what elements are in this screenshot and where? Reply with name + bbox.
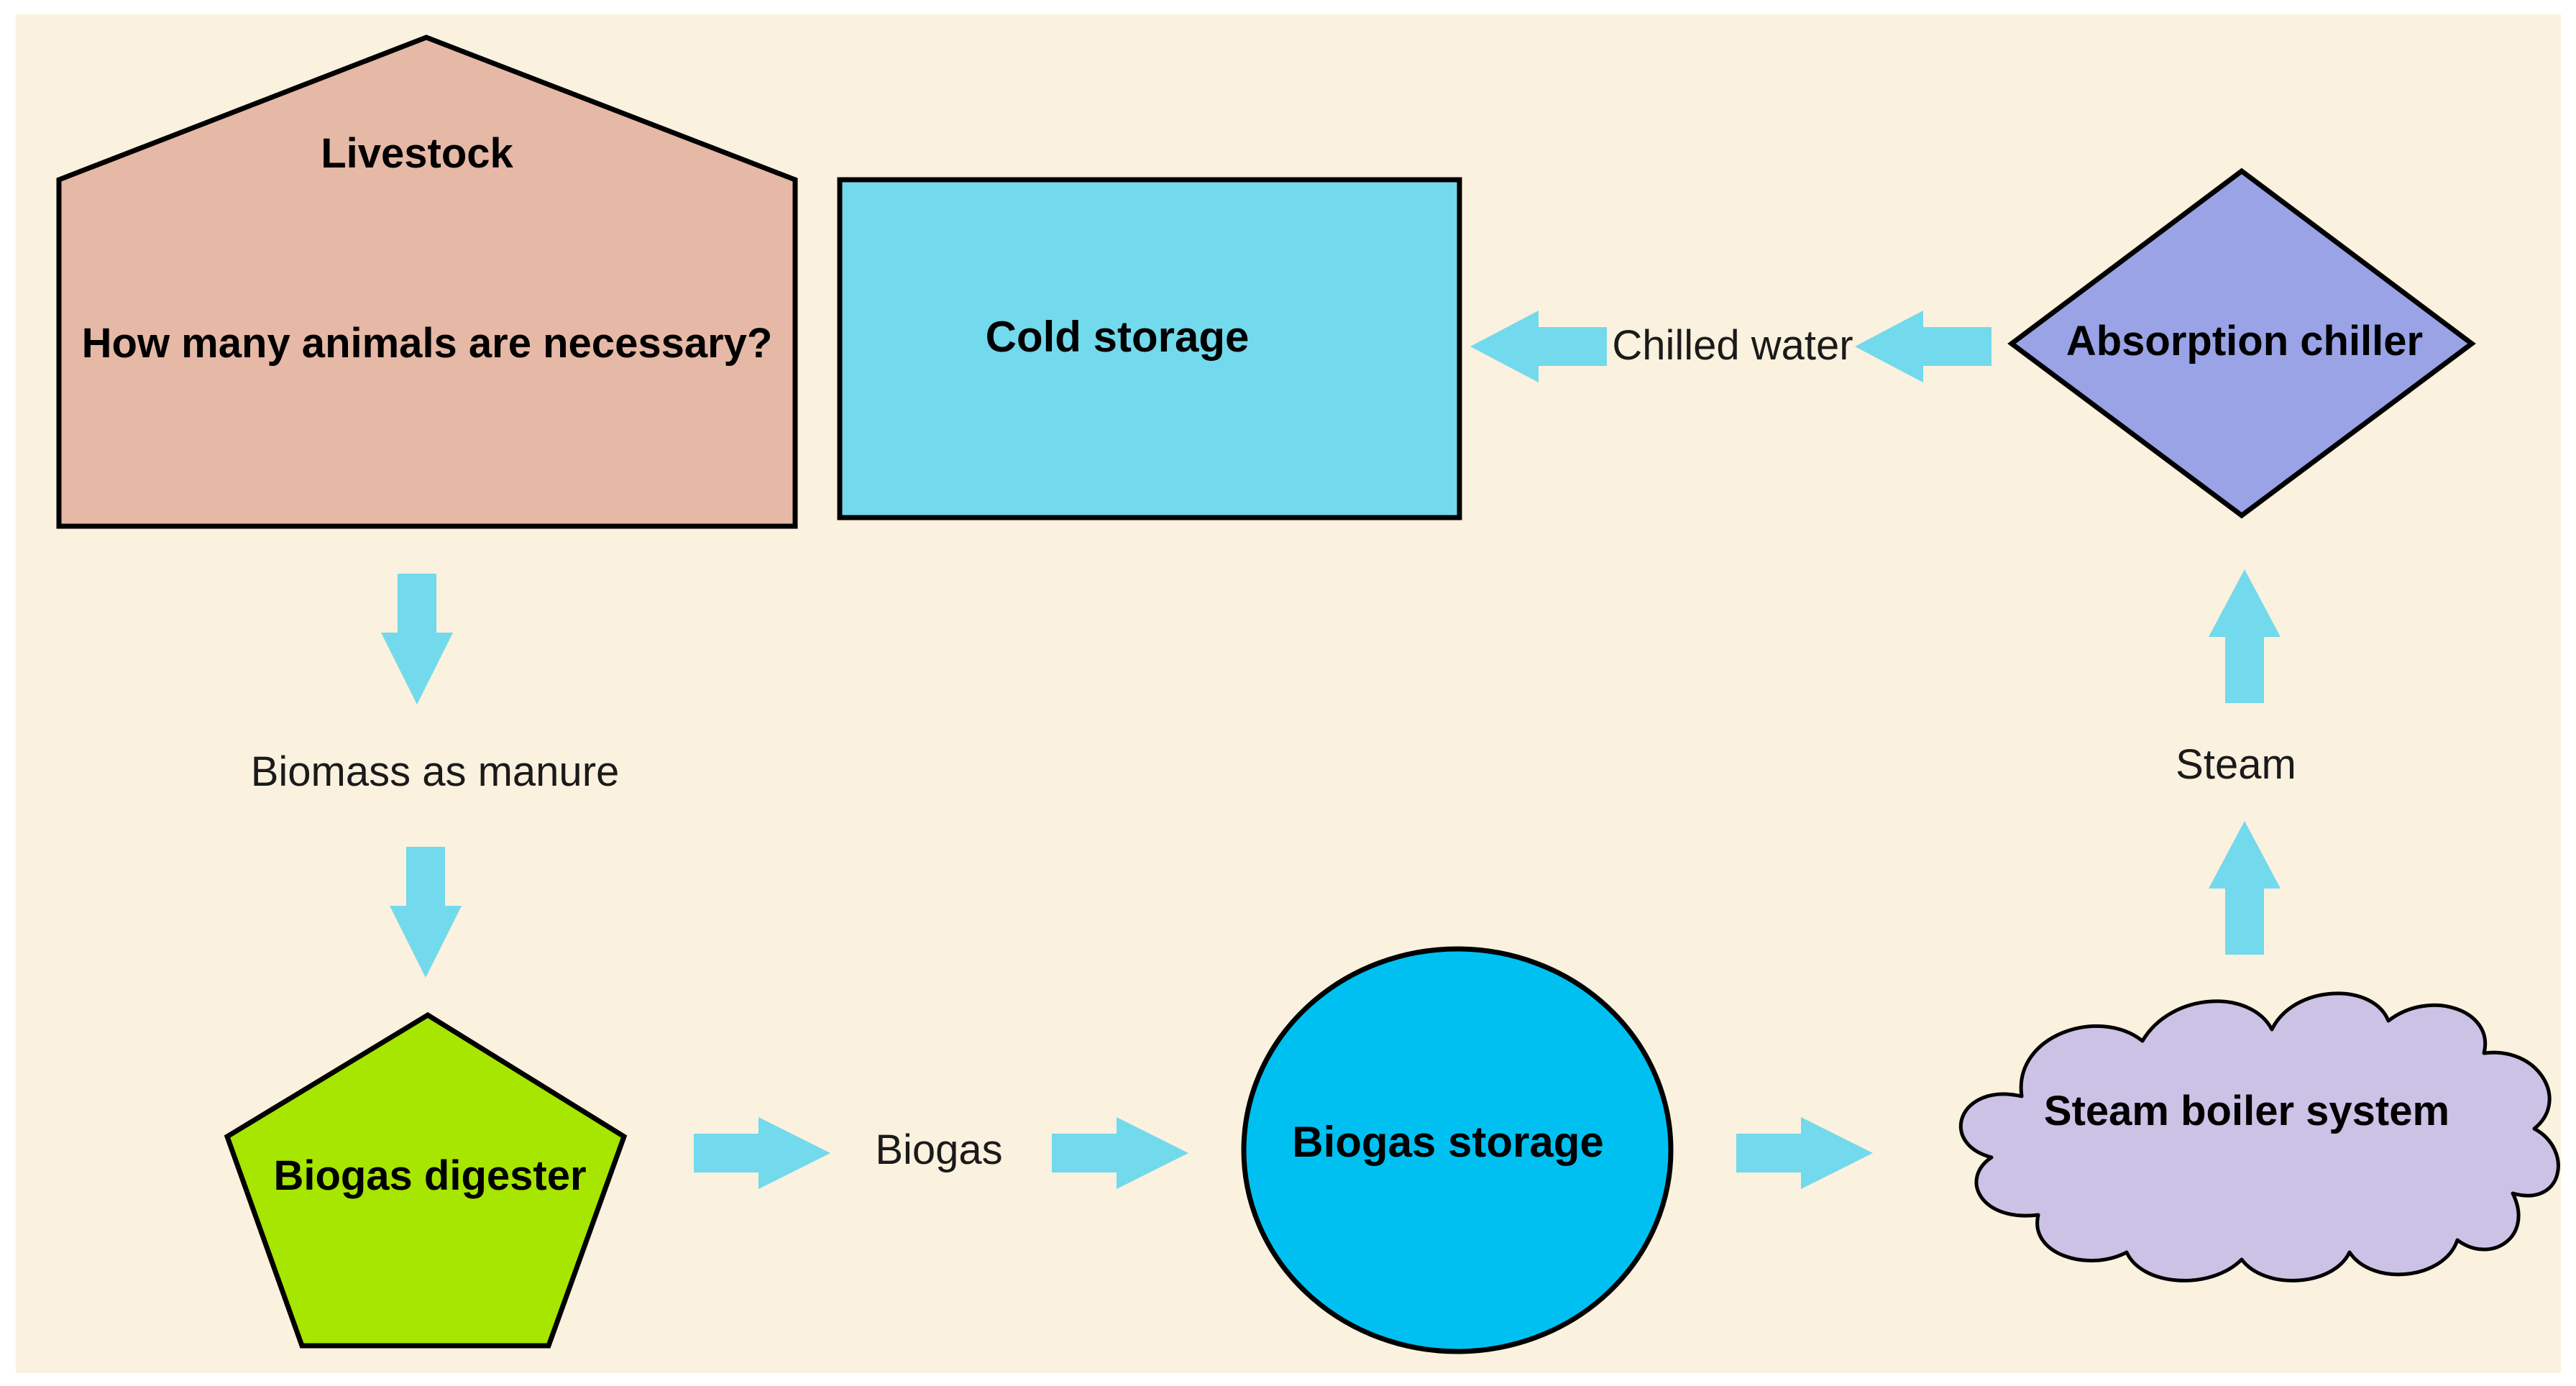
arrow-left-chiller-to-chilled-water	[1855, 311, 1991, 382]
biogas-storage-shape	[1241, 946, 1674, 1354]
arrow-left-chilled-water-to-cold-storage	[1470, 311, 1607, 382]
steam-boiler-node: Steam boiler system	[1958, 991, 2560, 1282]
cold-storage-shape	[837, 177, 1462, 520]
absorption-chiller-label: Absorption chiller	[2066, 318, 2423, 364]
steam-boiler-shape	[1958, 991, 2560, 1282]
flow-label-manure: Biomass as manure	[251, 748, 620, 795]
biogas-digester-shape	[224, 1011, 628, 1349]
biogas-digester-node: Biogas digester	[224, 1011, 628, 1349]
arrow-down-manure-to-digester	[390, 847, 462, 978]
steam-boiler-label: Steam boiler system	[2044, 1088, 2449, 1134]
arrow-right-biogas-to-storage	[1052, 1117, 1188, 1189]
cold-storage-node: Cold storage	[837, 177, 1462, 520]
livestock-title: Livestock	[321, 130, 513, 177]
arrow-down-livestock-to-manure	[381, 574, 453, 705]
flow-label-chilled-water: Chilled water	[1612, 322, 1853, 369]
arrow-right-storage-to-boiler	[1736, 1117, 1873, 1189]
arrow-right-digester-to-biogas	[694, 1117, 830, 1189]
livestock-shape	[56, 35, 798, 529]
cold-storage-label: Cold storage	[986, 313, 1250, 361]
arrow-up-steam-to-chiller	[2209, 569, 2281, 703]
livestock-node: Livestock How many animals are necessary…	[56, 35, 798, 529]
flow-label-steam: Steam	[2176, 741, 2296, 788]
flow-label-biogas: Biogas	[875, 1126, 1002, 1173]
biogas-storage-label: Biogas storage	[1292, 1118, 1603, 1166]
biogas-storage-node: Biogas storage	[1241, 946, 1674, 1354]
arrow-up-boiler-to-steam	[2209, 821, 2281, 955]
biogas-digester-label: Biogas digester	[273, 1152, 586, 1199]
absorption-chiller-shape	[2007, 167, 2476, 519]
flow-arrows	[381, 311, 2281, 1189]
livestock-subtitle: How many animals are necessary?	[82, 320, 773, 367]
absorption-chiller-node: Absorption chiller	[2007, 167, 2476, 519]
